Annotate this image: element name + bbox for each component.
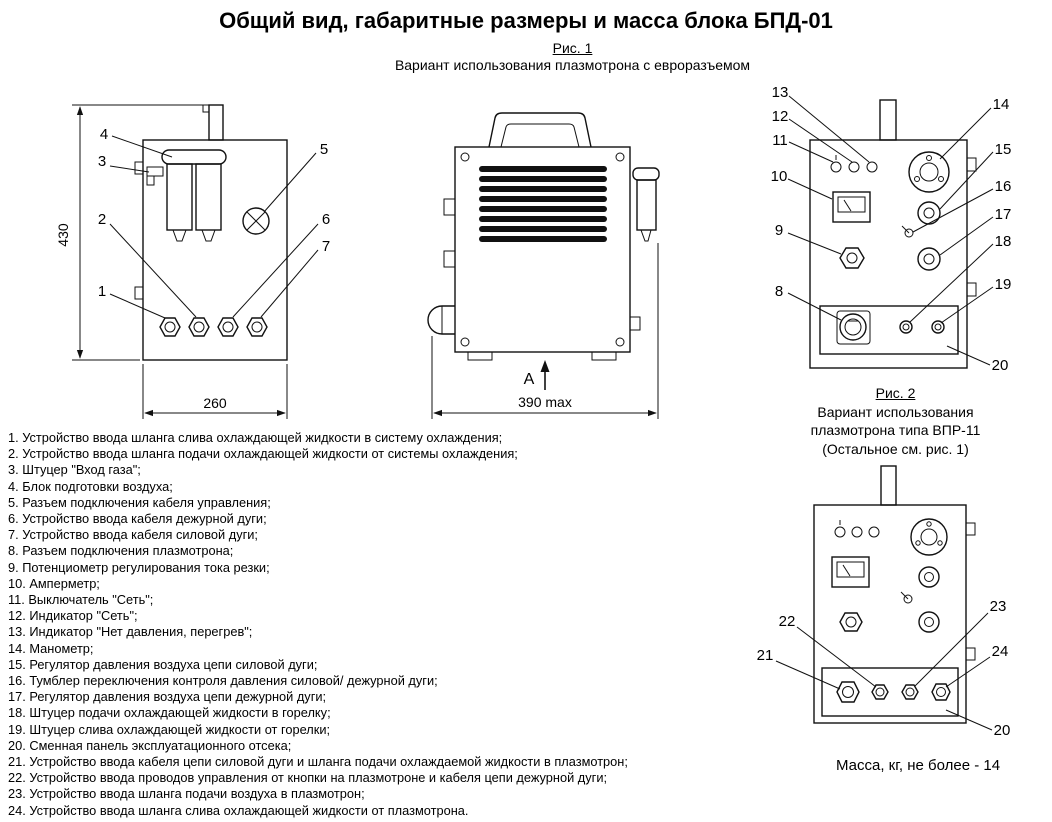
fig1-panel-callouts: 13 12 11 10 9 8 14 15 16 17 18 19 20	[771, 84, 1012, 374]
fig2-ammeter	[831, 556, 870, 588]
callout-20: 20	[992, 357, 1009, 374]
fig1-panel-view	[809, 99, 977, 369]
callout-4: 4	[100, 126, 108, 143]
legend-item-1: 1. Устройство ввода шланга слива охлажда…	[8, 430, 503, 445]
callout-12: 12	[772, 108, 789, 125]
dim-label-depth: 390 max	[518, 394, 572, 410]
callout-2: 2	[98, 211, 106, 228]
dimension-width: 260	[142, 364, 288, 419]
page-title: Общий вид, габаритные размеры и масса бл…	[219, 8, 833, 33]
coolant-fittings	[899, 320, 945, 334]
fig1-label-text: Рис. 1	[552, 40, 593, 56]
torch-connector	[836, 310, 871, 345]
fig1-front-view	[427, 112, 660, 361]
fig2-caption-block: Рис. 2 Вариант использования плазмотрона…	[788, 384, 1003, 458]
fig2-potentiometer	[839, 612, 863, 632]
legend-item-2: 2. Устройство ввода шланга подачи охлажд…	[8, 446, 518, 462]
legend-item-10: 10. Амперметр;	[8, 575, 100, 591]
legend-item-8: 8. Разъем подключения плазмотрона;	[8, 543, 234, 559]
control-cable-connector	[242, 207, 270, 235]
current-potentiometer	[839, 247, 865, 269]
service-panel	[819, 305, 959, 355]
legend-item-11: 11. Выключатель "Сеть";	[8, 592, 154, 608]
callout-19: 19	[995, 276, 1012, 293]
side-filter-unit	[632, 167, 660, 242]
legend-item-17: 17. Регулятор давления воздуха цепи дежу…	[8, 689, 327, 705]
legend-item-16: 16. Тумблер переключения контроля давлен…	[8, 673, 438, 689]
carry-handle	[488, 112, 592, 148]
legend-item-9: 9. Потенциометр регулирования тока резки…	[8, 559, 270, 575]
fig1-side-view	[134, 104, 288, 361]
fig2-pressure-gauge	[910, 518, 948, 556]
fig2-panel-view	[813, 465, 976, 724]
pressure-regulator-pilot	[917, 247, 941, 271]
callout-16: 16	[995, 178, 1012, 195]
callout-1: 1	[98, 283, 106, 300]
callout-6: 6	[322, 211, 330, 228]
fig2-callouts: 22 21 23 24 20	[757, 598, 1011, 739]
legend-item-6: 6. Устройство ввода кабеля дежурной дуги…	[8, 511, 267, 527]
callout-17: 17	[995, 206, 1012, 223]
callout-15: 15	[995, 141, 1012, 158]
pressure-select-toggle	[901, 225, 914, 238]
callout-24: 24	[992, 643, 1009, 660]
fig2-caption-line-1: Вариант использования	[817, 403, 974, 420]
callout-5: 5	[320, 141, 328, 158]
hose-fittings-row	[159, 317, 268, 337]
fig2-label-text: Рис. 2	[875, 385, 916, 401]
gas-inlet-fitting	[146, 166, 164, 186]
callout-9: 9	[775, 222, 783, 239]
callout-22: 22	[779, 613, 796, 630]
mass-note: Масса, кг, не более - 14	[836, 757, 1001, 774]
legend-list: 1. Устройство ввода шланга слива охлажда…	[8, 430, 760, 819]
callout-14: 14	[993, 96, 1010, 113]
torch-connector-boss	[427, 305, 455, 335]
legend-item-4: 4. Блок подготовки воздуха;	[8, 478, 173, 494]
dim-label-width: 260	[203, 395, 227, 411]
legend-item-21: 21. Устройство ввода кабеля цепи силовой…	[8, 754, 628, 770]
section-a-marker: A	[524, 360, 550, 390]
callout-3: 3	[98, 153, 106, 170]
legend-item-24: 24. Устройство ввода шланга слива охлажд…	[8, 802, 469, 818]
ammeter	[832, 191, 871, 223]
callout-8: 8	[775, 283, 783, 300]
legend-item-19: 19. Штуцер слива охлаждающей жидкости от…	[8, 721, 331, 737]
legend-item-15: 15. Регулятор давления воздуха цепи сило…	[8, 656, 318, 672]
legend-item-5: 5. Разъем подключения кабеля управления;	[8, 494, 271, 510]
fig1-label: Рис. 1	[300, 40, 845, 56]
legend-item-20: 20. Сменная панель эксплуатационного отс…	[8, 737, 292, 753]
fig2-service-panel	[821, 667, 959, 717]
fig1-side-callouts: 4 3 2 1 5 6 7	[98, 126, 330, 319]
legend-item-7: 7. Устройство ввода кабеля силовой дуги;	[8, 527, 258, 543]
legend-item-3: 3. Штуцер "Вход газа";	[8, 462, 141, 478]
dimension-height: 430	[55, 104, 208, 361]
legend-item-12: 12. Индикатор "Сеть";	[8, 608, 138, 624]
legend-item-13: 13. Индикатор "Нет давления, перегрев";	[8, 624, 253, 640]
callout-10: 10	[771, 168, 788, 185]
legend-item-14: 14. Манометр;	[8, 640, 94, 656]
dimension-depth: 390 max	[431, 243, 659, 419]
callout-18: 18	[995, 233, 1012, 250]
fig2-caption-line-2: плазмотрона типа ВПР-11	[810, 422, 981, 438]
callout-20-fig2: 20	[994, 722, 1011, 739]
fig2-entry-fittings	[836, 681, 951, 703]
fig2-caption-line-3: (Остальное см. рис. 1)	[822, 440, 969, 457]
pressure-regulator-main	[917, 201, 941, 225]
legend-item-23: 23. Устройство ввода шланга подачи возду…	[8, 786, 365, 802]
callout-23: 23	[990, 598, 1007, 615]
power-switch-and-indicators	[830, 155, 878, 173]
section-a-label: A	[524, 371, 535, 388]
dim-label-height: 430	[55, 223, 71, 247]
vent-grille	[479, 166, 607, 242]
fig2-label: Рис. 2	[788, 384, 1003, 403]
air-prep-unit	[161, 149, 227, 242]
legend-item-22: 22. Устройство ввода проводов управления…	[8, 770, 608, 786]
callout-11: 11	[772, 132, 788, 149]
callout-13: 13	[772, 84, 789, 101]
pressure-gauge	[908, 151, 950, 193]
fig1-caption: Вариант использования плазмотрона с евро…	[394, 57, 751, 73]
callout-7: 7	[322, 238, 330, 255]
legend-item-18: 18. Штуцер подачи охлаждающей жидкости в…	[8, 705, 331, 721]
